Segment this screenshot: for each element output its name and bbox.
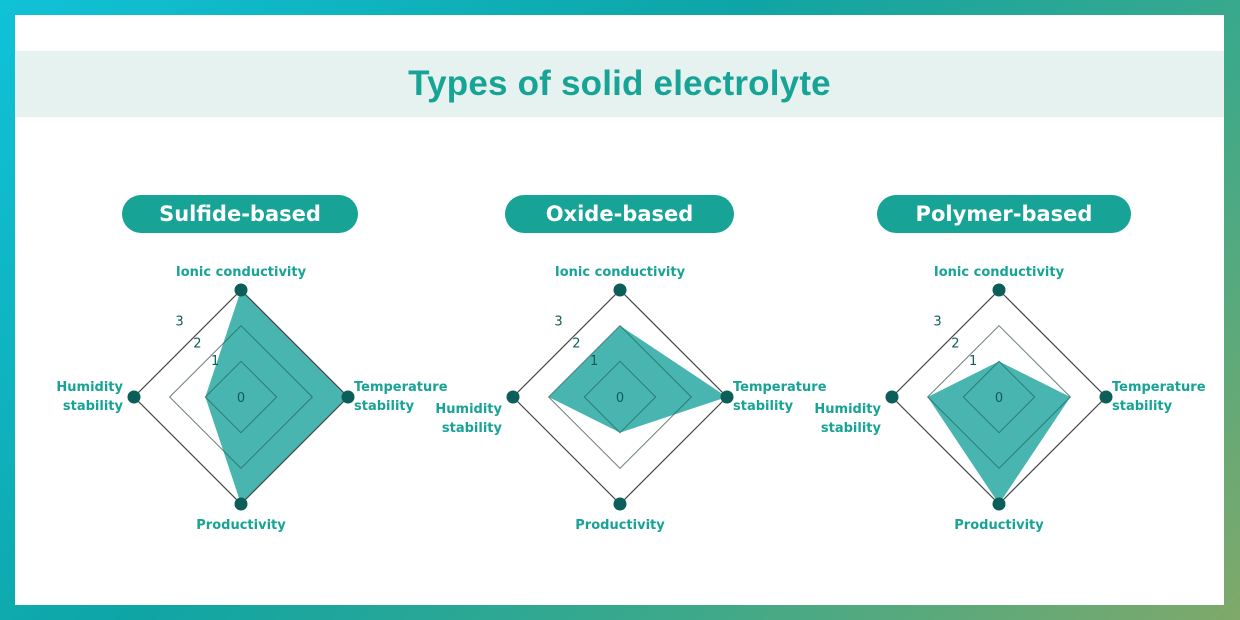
axis-label-ionic-conductivity: Ionic conductivity [555,265,686,280]
grid-ring-overlay-1 [962,360,1036,434]
tick-label-3: 3 [175,315,183,330]
axis-label-temperature-line1: Temperature [733,380,827,395]
tick-label-1: 1 [969,354,977,369]
axis-label-temperature-line2: stability [733,399,794,414]
axis-dot-temperature [1099,390,1113,404]
axis-dot-ionic [234,283,248,297]
tick-label-2: 2 [951,336,959,351]
tick-label-1: 1 [590,354,598,369]
axis-dot-humidity [127,390,141,404]
chart-title-sulfide: Sulfide-based [122,195,358,233]
grid-ring-overlay-1 [204,360,278,434]
axis-label-productivity: Productivity [954,518,1044,533]
axis-dot-humidity [885,390,899,404]
page-title: Types of solid electrolyte [408,64,831,103]
axis-label-productivity: Productivity [575,518,665,533]
axis-label-humidity-line2: stability [821,421,882,436]
axis-dot-productivity [613,497,627,511]
tick-label-0: 0 [995,391,1003,406]
axis-label-ionic-conductivity: Ionic conductivity [176,265,307,280]
axis-label-ionic-conductivity: Ionic conductivity [934,265,1065,280]
axis-label-humidity-line1: Humidity [814,402,881,417]
axis-dot-humidity [506,390,520,404]
chart-title-oxide: Oxide-based [505,195,734,233]
title-banner: Types of solid electrolyte [15,51,1224,117]
axis-dot-productivity [234,497,248,511]
tick-label-0: 0 [616,391,624,406]
axis-dot-temperature [720,390,734,404]
grid-ring-overlay-2 [926,324,1072,470]
axis-dot-ionic [613,283,627,297]
grid-ring-overlay-1 [583,360,657,434]
tick-label-1: 1 [211,354,219,369]
axis-label-temperature-line2: stability [1112,399,1173,414]
grid-ring-overlay-2 [547,324,693,470]
axis-label-productivity: Productivity [196,518,286,533]
axis-label-humidity-line2: stability [442,421,503,436]
chart-title-polymer: Polymer-based [877,195,1131,233]
tick-label-3: 3 [554,315,562,330]
axis-dot-ionic [992,283,1006,297]
tick-label-2: 2 [193,336,201,351]
axis-label-humidity-line1: Humidity [56,380,123,395]
axis-dot-productivity [992,497,1006,511]
axis-label-humidity-line1: Humidity [435,402,502,417]
tick-label-0: 0 [237,391,245,406]
axis-label-temperature-line1: Temperature [1112,380,1206,395]
tick-label-3: 3 [933,315,941,330]
tick-label-2: 2 [572,336,580,351]
axis-label-temperature-line2: stability [354,399,415,414]
grid-ring-overlay-2 [168,324,314,470]
axis-label-humidity-line2: stability [63,399,124,414]
axis-label-temperature-line1: Temperature [354,380,448,395]
axis-dot-temperature [341,390,355,404]
